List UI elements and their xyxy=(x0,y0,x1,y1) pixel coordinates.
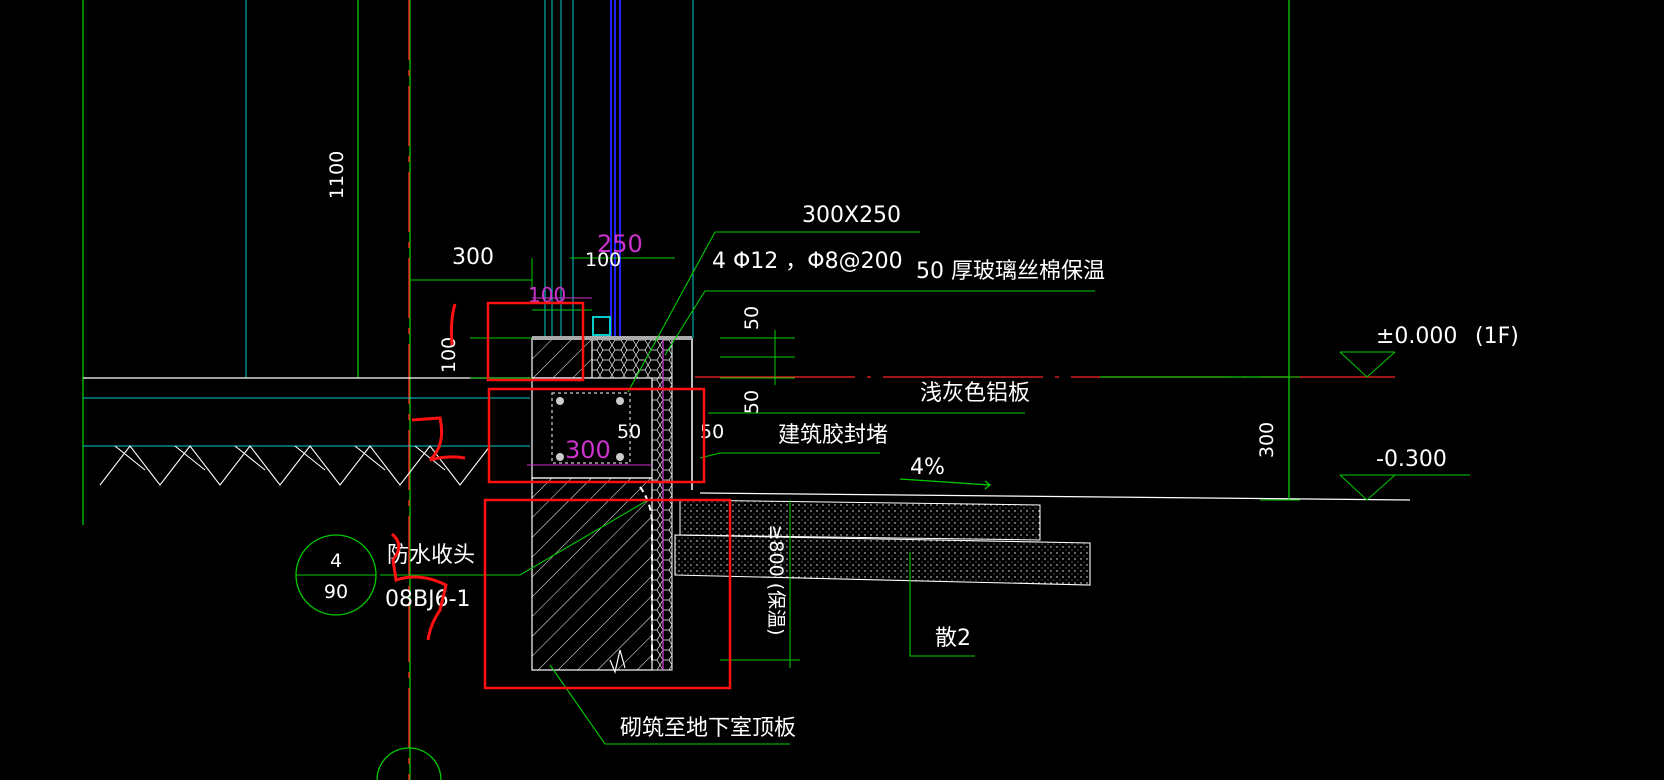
markup-stroke-1 xyxy=(449,303,457,346)
callout-page: 90 xyxy=(324,581,348,603)
dimension-lines-magenta xyxy=(527,297,652,466)
dim-100-top: 100 xyxy=(585,249,621,271)
markup-box-middle xyxy=(487,387,706,484)
dim-50-upper: 50 xyxy=(741,306,763,330)
elevation-1-value: -0.300 xyxy=(1376,447,1447,472)
dim-50-inner: 50 xyxy=(617,421,641,443)
label-sealant: 建筑胶封堵 xyxy=(778,423,888,448)
label-rebar: 4 Φ12 ，Φ8@200 xyxy=(712,249,903,274)
dim-100-left: 100 xyxy=(438,337,460,373)
elevation-0-value: ±0.000 xyxy=(1376,324,1457,349)
dim-50-side: 50 xyxy=(700,421,724,443)
review-markup xyxy=(390,301,732,690)
callout-atlas: 08BJ6-1 xyxy=(385,587,471,612)
markup-stroke-3 xyxy=(390,532,448,641)
callout-number: 4 xyxy=(330,550,342,572)
label-aluminum-panel: 浅灰色铝板 xyxy=(920,381,1030,406)
markup-box-top xyxy=(486,301,585,382)
window-frame xyxy=(245,0,694,378)
label-buried-depth: ≥800 (保温) xyxy=(765,524,787,635)
axis-bubble xyxy=(376,747,442,780)
dim-250: 250 xyxy=(597,230,643,258)
label-beam-size: 300X250 xyxy=(802,203,901,228)
dim-300-step: 300 xyxy=(1256,422,1278,458)
dimension-lines xyxy=(410,257,1470,668)
soil-symbol xyxy=(99,445,491,486)
label-insulation: 50 厚玻璃丝棉保温 xyxy=(916,259,1105,284)
leader-lines xyxy=(380,231,1095,745)
elevation-0-floor: (1F) xyxy=(1475,324,1519,349)
markup-box-bottom xyxy=(483,498,732,690)
dim-1100: 1100 xyxy=(326,151,348,199)
dim-300-beam: 300 xyxy=(565,436,611,464)
label-slope: 4% xyxy=(910,455,945,480)
label-masonry: 砌筑至地下室顶板 xyxy=(620,716,796,741)
dim-300-width: 300 xyxy=(452,245,494,270)
label-apron: 散2 xyxy=(935,626,971,651)
markup-stroke-2 xyxy=(411,416,466,462)
apron-paving xyxy=(674,478,1091,586)
dim-50-lower: 50 xyxy=(741,390,763,414)
frame-lines xyxy=(82,0,1290,780)
label-waterproof-end: 防水收头 xyxy=(387,543,475,568)
